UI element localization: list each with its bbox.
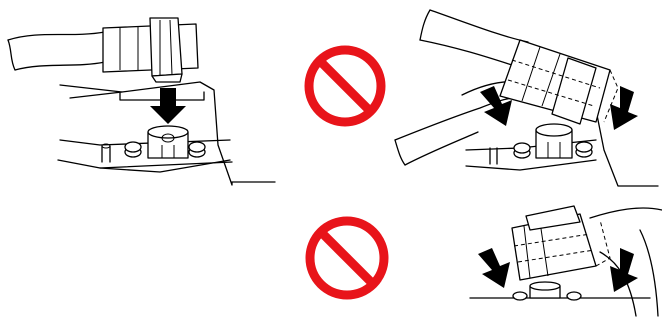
mount-base-2 (466, 110, 658, 186)
panel-wrong-angled (309, 10, 658, 186)
down-arrow-icon (610, 86, 638, 130)
connector-tilted (500, 40, 618, 124)
panel-correct-insertion (8, 18, 275, 185)
connector-tilted-2 (512, 206, 610, 280)
connector (103, 18, 198, 82)
down-arrow-icon (478, 248, 510, 288)
down-arrow-icon (150, 88, 186, 124)
panel-wrong-tilted (310, 206, 662, 316)
cable-2 (420, 10, 528, 66)
cable (8, 32, 105, 70)
prohibited-sign-icon (309, 50, 381, 122)
prohibited-sign-icon (310, 221, 384, 295)
down-arrow-icon (610, 248, 638, 292)
